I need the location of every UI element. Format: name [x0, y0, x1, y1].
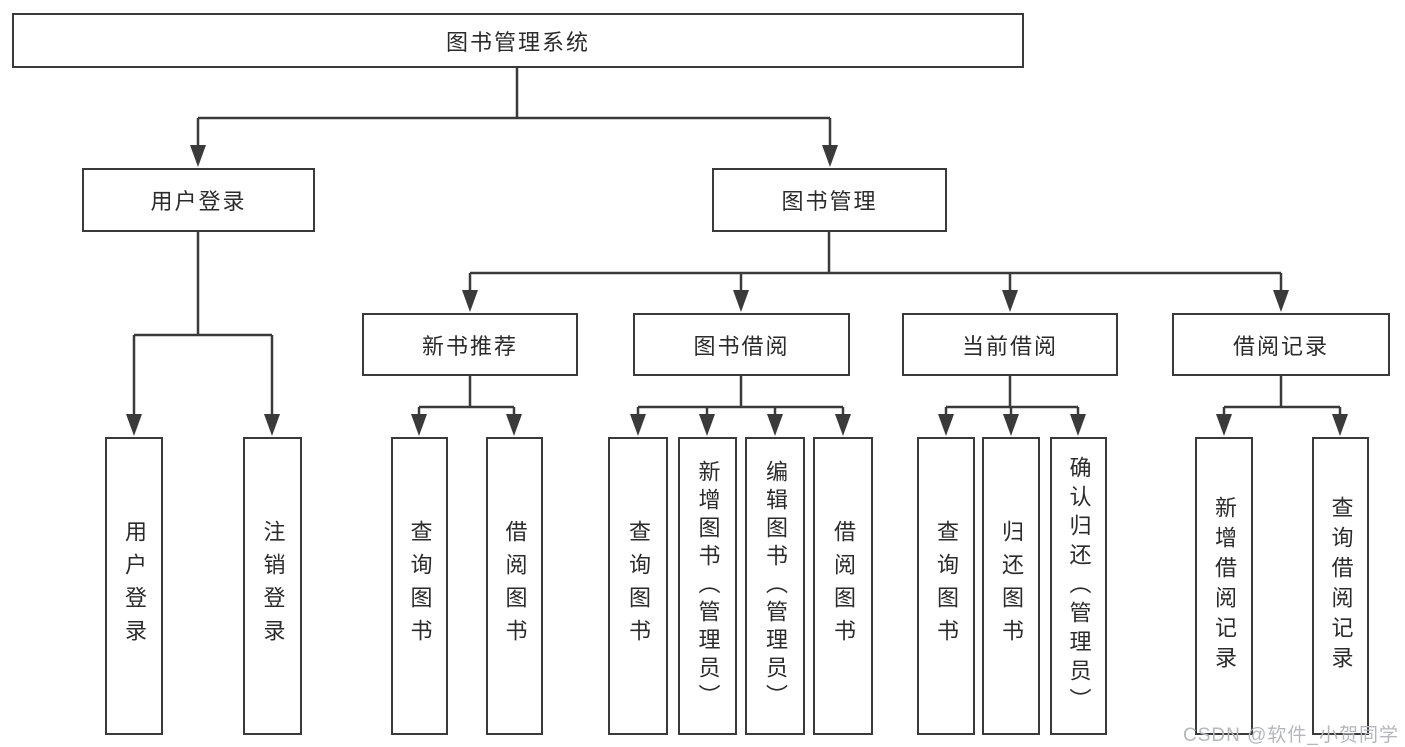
leaf-label: 新增借阅记录: [1212, 496, 1237, 676]
arrowhead: [462, 290, 478, 312]
arrowhead: [190, 145, 206, 167]
arrowhead: [1216, 414, 1232, 436]
leaf-label: 归还图书: [999, 520, 1024, 652]
leaf-label: 借阅图书: [502, 520, 528, 652]
arrowhead: [1070, 414, 1086, 436]
node-borrowing-records: 借阅记录: [1172, 313, 1390, 376]
leaf-edit-book-admin: 编辑图书（管理员）: [745, 437, 805, 735]
leaf-query-borrow-record: 查询借阅记录: [1312, 437, 1369, 735]
arrowhead: [733, 290, 749, 312]
arrowhead: [1002, 290, 1018, 312]
arrowhead: [506, 414, 522, 436]
leaf-label: 查询图书: [407, 520, 433, 652]
leaf-label: 查询图书: [626, 520, 651, 652]
leaf-label: 确认归还（管理员）: [1066, 455, 1092, 717]
leaf-query-books-current: 查询图书: [917, 437, 975, 735]
arrowhead: [938, 414, 954, 436]
leaf-query-books-recommend: 查询图书: [391, 437, 448, 735]
leaf-return-book: 归还图书: [982, 437, 1040, 735]
arrowhead: [126, 414, 142, 436]
leaf-label: 查询借阅记录: [1328, 496, 1354, 676]
arrowhead: [835, 414, 851, 436]
node-root: 图书管理系统: [12, 13, 1024, 68]
arrowhead: [699, 414, 715, 436]
arrowhead: [411, 414, 427, 436]
node-current-borrowing: 当前借阅: [902, 313, 1118, 376]
leaf-logout: 注销登录: [243, 437, 302, 735]
leaf-user-login: 用户登录: [105, 437, 163, 735]
arrowhead: [1003, 414, 1019, 436]
arrowhead: [767, 414, 783, 436]
leaf-label: 用户登录: [122, 520, 147, 652]
leaf-confirm-return-admin: 确认归还（管理员）: [1050, 437, 1107, 735]
leaf-label: 新增图书（管理员）: [695, 460, 721, 712]
leaf-label: 借阅图书: [831, 520, 856, 652]
leaf-add-borrow-record: 新增借阅记录: [1195, 437, 1253, 735]
node-book-borrowing: 图书借阅: [633, 313, 850, 376]
leaf-borrow-books-recommend: 借阅图书: [486, 437, 543, 735]
leaf-label: 注销登录: [260, 520, 286, 652]
node-book-management: 图书管理: [712, 168, 947, 232]
node-new-book-recommend: 新书推荐: [362, 313, 578, 376]
leaf-borrow-books-borrowing: 借阅图书: [813, 437, 873, 735]
leaf-label: 编辑图书（管理员）: [763, 460, 788, 712]
arrowhead: [1273, 290, 1289, 312]
leaf-add-book-admin: 新增图书（管理员）: [678, 437, 737, 735]
leaf-label: 查询图书: [934, 520, 959, 652]
node-user-login: 用户登录: [82, 168, 315, 232]
arrowhead: [264, 414, 280, 436]
arrowhead: [630, 414, 646, 436]
arrowhead: [1332, 414, 1348, 436]
leaf-query-books-borrowing: 查询图书: [608, 437, 668, 735]
arrowhead: [822, 145, 838, 167]
csdn-watermark: CSDN @软件_小贺同学: [1183, 725, 1399, 746]
